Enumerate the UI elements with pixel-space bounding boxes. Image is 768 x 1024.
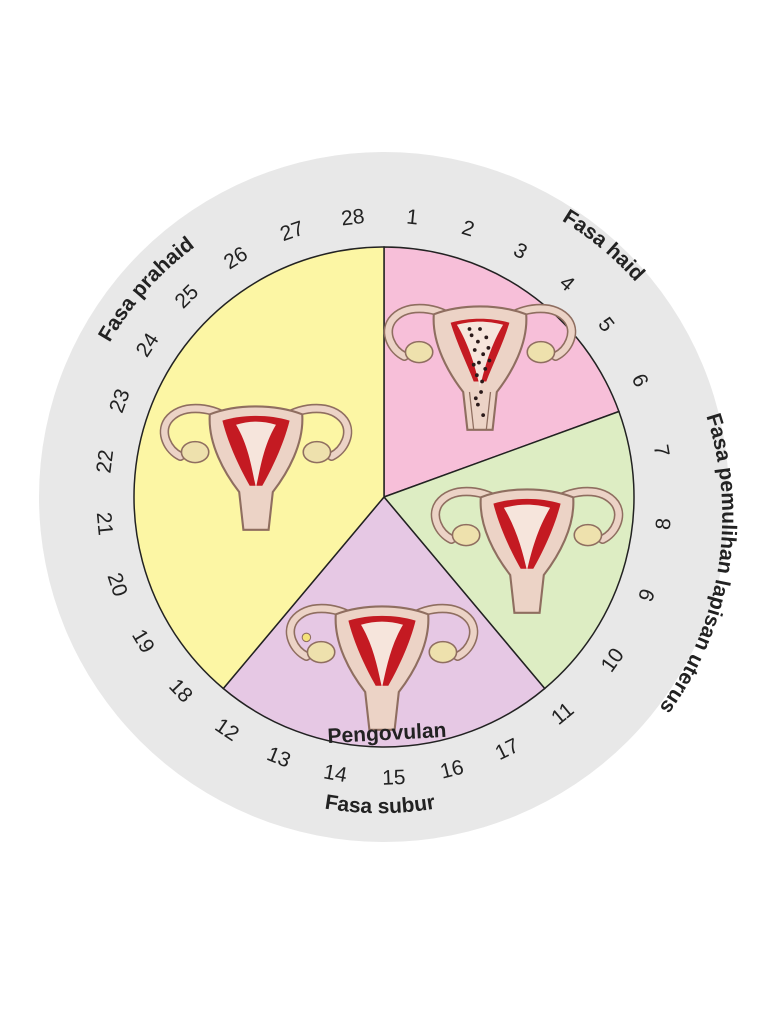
repairing-lining-icon bbox=[430, 486, 624, 614]
day-number: 14 bbox=[322, 760, 349, 787]
phase-label-subur: Fasa subur bbox=[323, 791, 436, 819]
day-number: 22 bbox=[92, 448, 118, 474]
day-number: 28 bbox=[340, 205, 366, 230]
day-number: 16 bbox=[438, 756, 466, 784]
day-number: 7 bbox=[649, 443, 674, 458]
day-number: 8 bbox=[652, 517, 676, 531]
thick-lining-icon bbox=[159, 403, 353, 531]
day-number: 15 bbox=[382, 766, 406, 790]
ovulating-uterus-icon bbox=[285, 603, 479, 731]
day-number: 1 bbox=[405, 205, 419, 229]
day-number: 21 bbox=[92, 511, 117, 536]
shedding-lining-icon bbox=[383, 303, 577, 431]
uterus-illustrations bbox=[159, 303, 624, 731]
